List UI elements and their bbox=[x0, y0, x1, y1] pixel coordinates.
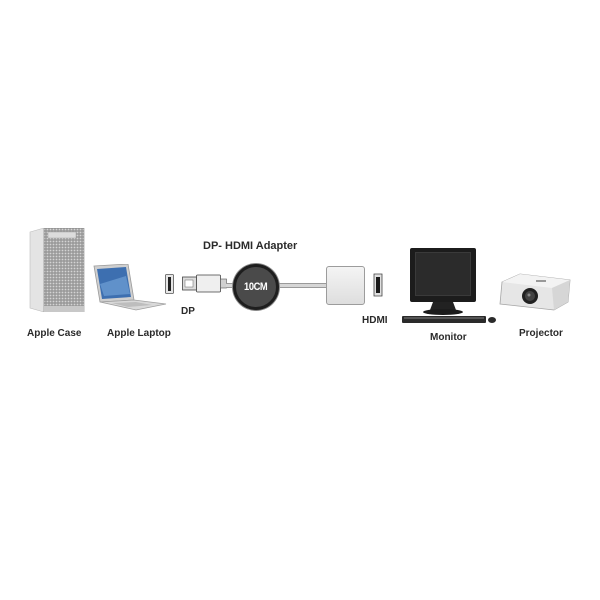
apple-case-device bbox=[28, 227, 86, 313]
projector-label: Projector bbox=[519, 328, 563, 339]
projector-icon bbox=[499, 273, 571, 311]
laptop-icon bbox=[93, 263, 167, 311]
hdmi-adapter-body bbox=[326, 266, 365, 305]
dp-port-label: DP bbox=[181, 306, 195, 317]
projector-device bbox=[496, 272, 572, 312]
monitor-device bbox=[400, 246, 496, 328]
cable-length-text: 10CM bbox=[244, 281, 268, 293]
dp-plug-icon bbox=[182, 274, 227, 294]
apple-laptop-device bbox=[92, 263, 168, 314]
monitor-icon bbox=[402, 248, 496, 323]
apple-case-label: Apple Case bbox=[27, 328, 82, 339]
dp-port-icon bbox=[165, 274, 174, 294]
tower-computer-icon bbox=[29, 227, 85, 313]
adapter-title: DP- HDMI Adapter bbox=[203, 240, 298, 252]
monitor-label: Monitor bbox=[430, 332, 467, 343]
cable-length-badge: 10CM bbox=[233, 264, 279, 310]
hdmi-port-label: HDMI bbox=[362, 315, 388, 326]
hdmi-port-icon bbox=[373, 273, 383, 297]
apple-laptop-label: Apple Laptop bbox=[107, 328, 171, 339]
